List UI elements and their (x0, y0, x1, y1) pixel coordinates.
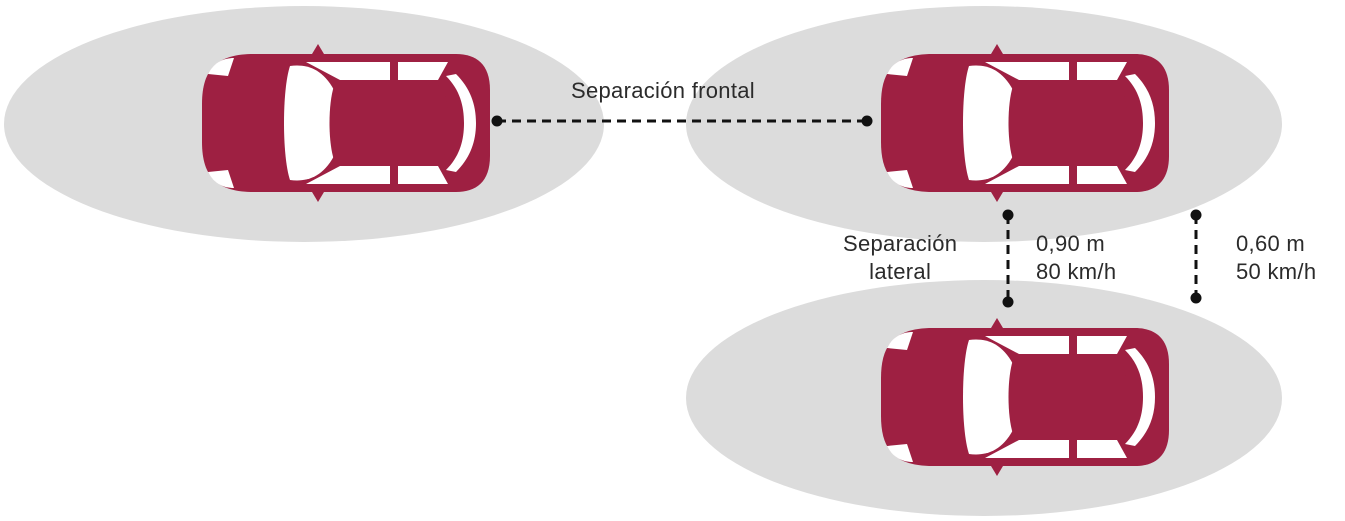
high-speed-distance: 0,90 m (1036, 231, 1106, 256)
car-top-view-icon (881, 44, 1169, 202)
lateral-label-line2: lateral (869, 259, 932, 284)
frontal-separation-label: Separación frontal (571, 78, 755, 103)
low-speed-speed: 50 km/h (1236, 259, 1317, 284)
lateral-separation-line-high (1002, 209, 1014, 308)
car-top-view-icon (202, 44, 490, 202)
high-speed-speed: 80 km/h (1036, 259, 1117, 284)
low-speed-value: 0,60 m 50 km/h (1236, 230, 1316, 286)
low-speed-distance: 0,60 m (1236, 231, 1306, 256)
lateral-label-line1: Separación (843, 231, 958, 256)
high-speed-value: 0,90 m 80 km/h (1036, 230, 1116, 286)
frontal-separation-line (491, 115, 873, 127)
lateral-separation-label: Separación lateral (843, 230, 957, 286)
lateral-separation-line-low (1190, 209, 1202, 304)
car-top-view-icon (881, 318, 1169, 476)
